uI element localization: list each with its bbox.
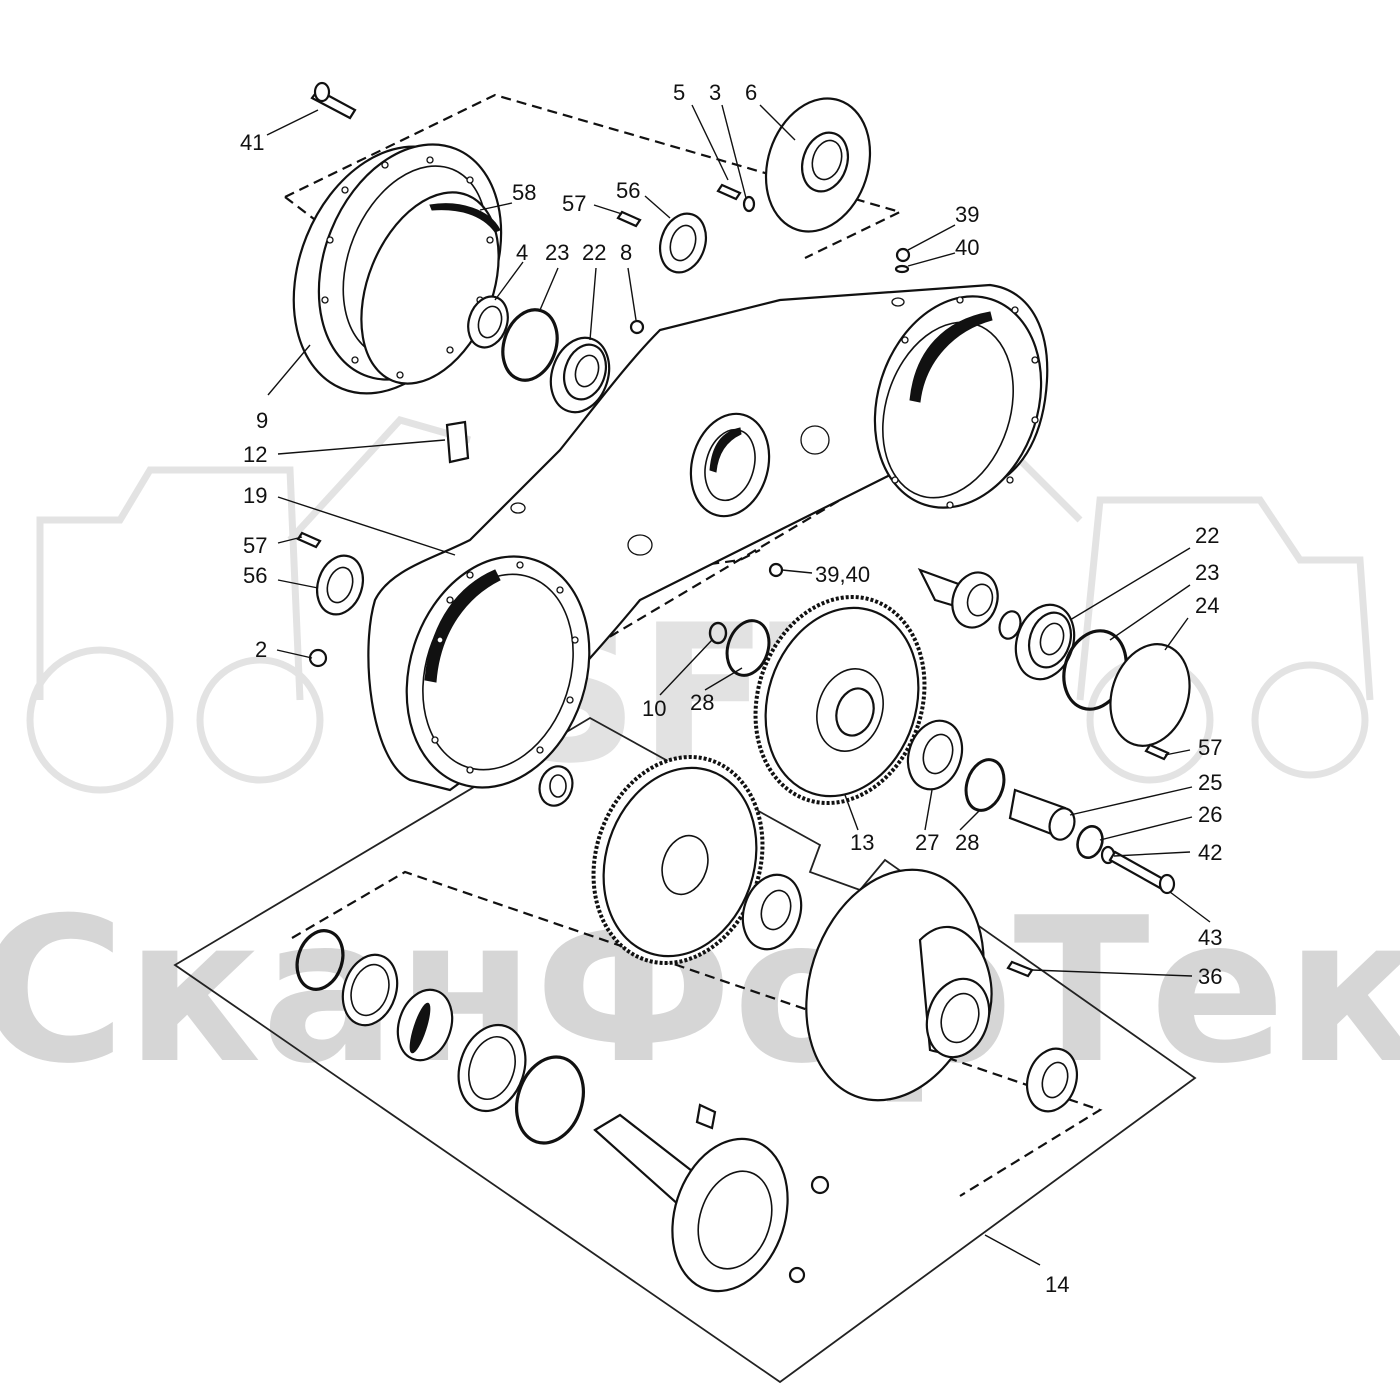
cover-plate-6 [764, 97, 872, 233]
wheel-nut-lower [788, 1266, 806, 1284]
callout-4: 4 [516, 240, 528, 265]
wheel-nut-upper [810, 1175, 830, 1195]
gear-13 [753, 594, 927, 806]
seal-plate-56-left [316, 554, 364, 616]
nut-39-top [895, 247, 911, 263]
gear-housing [367, 283, 1049, 792]
callout-28: 28 [690, 690, 714, 715]
seal-4 [467, 295, 509, 349]
callout-58: 58 [512, 180, 536, 205]
plug-2 [308, 648, 328, 668]
bushing-25 [1008, 788, 1076, 841]
callout-40: 40 [955, 235, 979, 260]
washer-3 [742, 195, 756, 213]
bearing-22-top [549, 336, 611, 414]
callout-28-right: 28 [955, 830, 979, 855]
bolt-57-top [616, 210, 642, 228]
axle-shaft [593, 1103, 789, 1293]
cover-24 [1109, 643, 1191, 747]
axle-housing-cone [805, 868, 993, 1102]
callout-22-right: 22 [1195, 523, 1219, 548]
callout-36: 36 [1198, 964, 1222, 989]
housing-bolt-holes [431, 296, 1039, 774]
bearing-22-right [1014, 603, 1076, 681]
callout-23: 23 [545, 240, 569, 265]
bolt-57-left [296, 531, 322, 549]
bolt-36 [1006, 960, 1034, 978]
bolt-41 [310, 81, 357, 120]
callout-2: 2 [255, 637, 267, 662]
axle-nut [538, 765, 574, 807]
gear-final-drive [591, 754, 765, 966]
nut-39-40-mid [768, 562, 784, 578]
ring-10 [708, 621, 728, 645]
seal-plate-56-top [659, 212, 707, 274]
plug-8 [629, 319, 645, 335]
oring-23-top [501, 308, 559, 382]
callout-12: 12 [243, 442, 267, 467]
flange-ring-9 [292, 143, 503, 395]
callout-57-left: 57 [243, 533, 267, 558]
callout-56: 56 [616, 178, 640, 203]
pinion-shaft [917, 568, 999, 629]
callout-39: 39 [955, 202, 979, 227]
callout-24: 24 [1195, 593, 1219, 618]
callout-23-right: 23 [1195, 560, 1219, 585]
bearing-cone-outer [1026, 1047, 1078, 1113]
callout-19: 19 [243, 483, 267, 508]
callout-27: 27 [915, 830, 939, 855]
washer-40-top [894, 264, 910, 274]
callout-26: 26 [1198, 802, 1222, 827]
leader-lines [266, 104, 1211, 1266]
callout-8: 8 [620, 240, 632, 265]
callout-9: 9 [256, 408, 268, 433]
bolt-5 [716, 183, 742, 201]
callout-3: 3 [709, 80, 721, 105]
ring-26 [1076, 825, 1104, 859]
callout-10: 10 [642, 696, 666, 721]
circlip-28-left [725, 619, 771, 677]
bearing-27 [906, 719, 964, 791]
circlip-28-right [964, 758, 1006, 812]
callout-6: 6 [745, 80, 757, 105]
bolt-43 [1108, 850, 1176, 895]
callout-57-right: 57 [1198, 735, 1222, 760]
callout-43: 43 [1198, 925, 1222, 950]
callout-14: 14 [1045, 1272, 1069, 1297]
callout-22: 22 [582, 240, 606, 265]
bolt-57-right [1144, 743, 1170, 761]
callout-39-40: 39,40 [815, 562, 870, 587]
bottom-seal-stack [295, 929, 585, 1145]
bearing-final-drive [741, 873, 803, 951]
callout-56-left: 56 [243, 563, 267, 588]
callout-41: 41 [240, 130, 264, 155]
callout-42: 42 [1198, 840, 1222, 865]
callout-57: 57 [562, 191, 586, 216]
callout-25: 25 [1198, 770, 1222, 795]
callout-5: 5 [673, 80, 685, 105]
key-12 [445, 420, 470, 464]
callout-13: 13 [850, 830, 874, 855]
callout-labels: 41 5 3 6 58 57 56 39 40 4 23 22 8 9 12 1… [240, 80, 1222, 1297]
flange-bolt-holes [321, 156, 494, 379]
